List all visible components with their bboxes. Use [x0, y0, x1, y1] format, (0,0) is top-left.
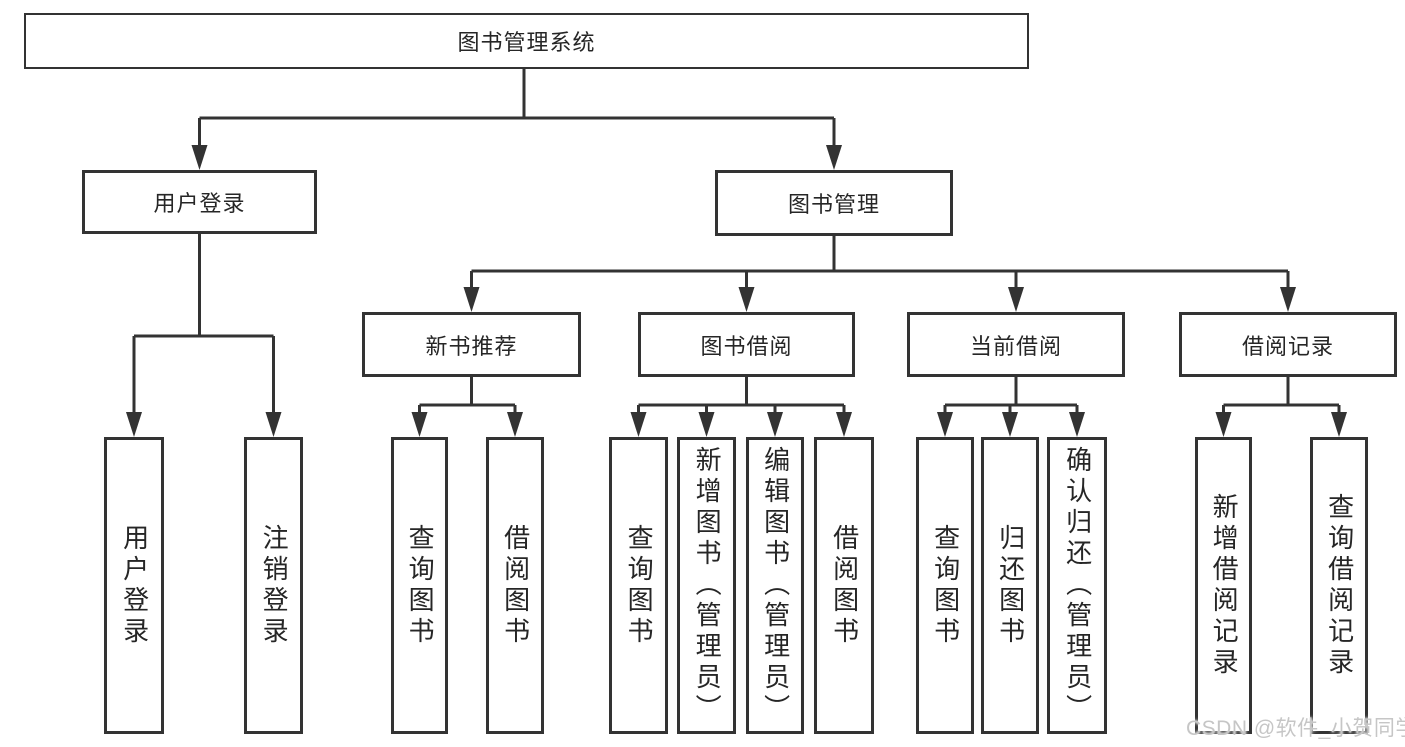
leaf-label: 查询图书 [930, 523, 961, 648]
leaf-label: 用户登录 [119, 523, 150, 648]
leaf-logout-login: 注销登录 [244, 437, 303, 734]
node-book-mgmt: 图书管理 [715, 170, 953, 236]
leaf-label: 查询图书 [624, 523, 655, 648]
arrow-down-icon [507, 412, 523, 437]
leaf-query-borrow-record: 查询借阅记录 [1310, 437, 1368, 734]
leaf-confirm-return-admin: 确认归还（管理员） [1047, 437, 1107, 734]
node-borrow-records: 借阅记录 [1179, 312, 1397, 377]
leaf-add-books-admin: 新增图书（管理员） [677, 437, 736, 734]
arrow-down-icon [1215, 412, 1232, 437]
arrow-down-icon [698, 412, 715, 437]
connector-user-login-to-leaves [132, 233, 275, 418]
leaf-user-login: 用户登录 [104, 437, 164, 734]
node-book-borrow: 图书借阅 [638, 312, 855, 377]
arrow-down-icon [1002, 412, 1018, 437]
arrow-down-icon [126, 412, 142, 437]
connector-new-book-to-leaves [418, 377, 517, 418]
arrow-down-icon [463, 287, 480, 312]
arrow-down-icon [1069, 412, 1085, 437]
leaf-borrow-books-recommend: 借阅图书 [486, 437, 544, 734]
leaf-label: 归还图书 [995, 523, 1026, 648]
arrow-down-icon [836, 412, 852, 437]
node-root: 图书管理系统 [24, 13, 1029, 69]
connector-book-mgmt-to-level3 [470, 236, 1290, 293]
connector-borrow-records-to-leaves [1222, 377, 1341, 418]
leaf-label: 借阅图书 [500, 523, 531, 648]
arrow-down-icon [1008, 287, 1024, 312]
csdn-watermark: CSDN @软件_小贺同学 [1186, 717, 1405, 740]
arrow-down-icon [411, 412, 428, 437]
arrow-down-icon [826, 145, 842, 170]
leaf-add-borrow-record: 新增借阅记录 [1195, 437, 1252, 734]
arrow-down-icon [767, 412, 783, 437]
node-new-book-recommend: 新书推荐 [362, 312, 581, 377]
leaf-label: 新增借阅记录 [1209, 492, 1240, 679]
node-user-login: 用户登录 [82, 170, 317, 234]
leaf-query-books-borrow: 查询图书 [609, 437, 668, 734]
leaf-edit-books-admin: 编辑图书（管理员） [746, 437, 804, 734]
leaf-label: 编辑图书（管理员） [760, 446, 791, 725]
arrow-down-icon [738, 287, 755, 312]
arrow-down-icon [1280, 287, 1296, 312]
arrow-down-icon [1331, 412, 1347, 437]
arrowheads [126, 145, 1347, 437]
connector-book-borrow-to-leaves [637, 377, 846, 418]
leaf-label: 查询图书 [405, 523, 436, 648]
arrow-down-icon [265, 412, 282, 437]
arrow-down-icon [630, 412, 647, 437]
leaf-query-books-current: 查询图书 [916, 437, 974, 734]
leaf-label: 确认归还（管理员） [1062, 446, 1093, 725]
leaf-return-books: 归还图书 [981, 437, 1039, 734]
leaf-label: 新增图书（管理员） [692, 446, 723, 725]
connector-paths [132, 69, 1341, 418]
leaf-label: 注销登录 [259, 523, 290, 648]
leaf-label: 借阅图书 [829, 523, 860, 648]
connector-current-borrow-to-leaves [943, 377, 1079, 418]
node-current-borrow: 当前借阅 [907, 312, 1125, 377]
leaf-borrow-books: 借阅图书 [814, 437, 874, 734]
connector-root-to-level2 [198, 69, 836, 152]
leaf-label: 查询借阅记录 [1324, 492, 1355, 679]
arrow-down-icon [191, 145, 208, 170]
leaf-query-books-recommend: 查询图书 [391, 437, 448, 734]
arrow-down-icon [937, 412, 953, 437]
